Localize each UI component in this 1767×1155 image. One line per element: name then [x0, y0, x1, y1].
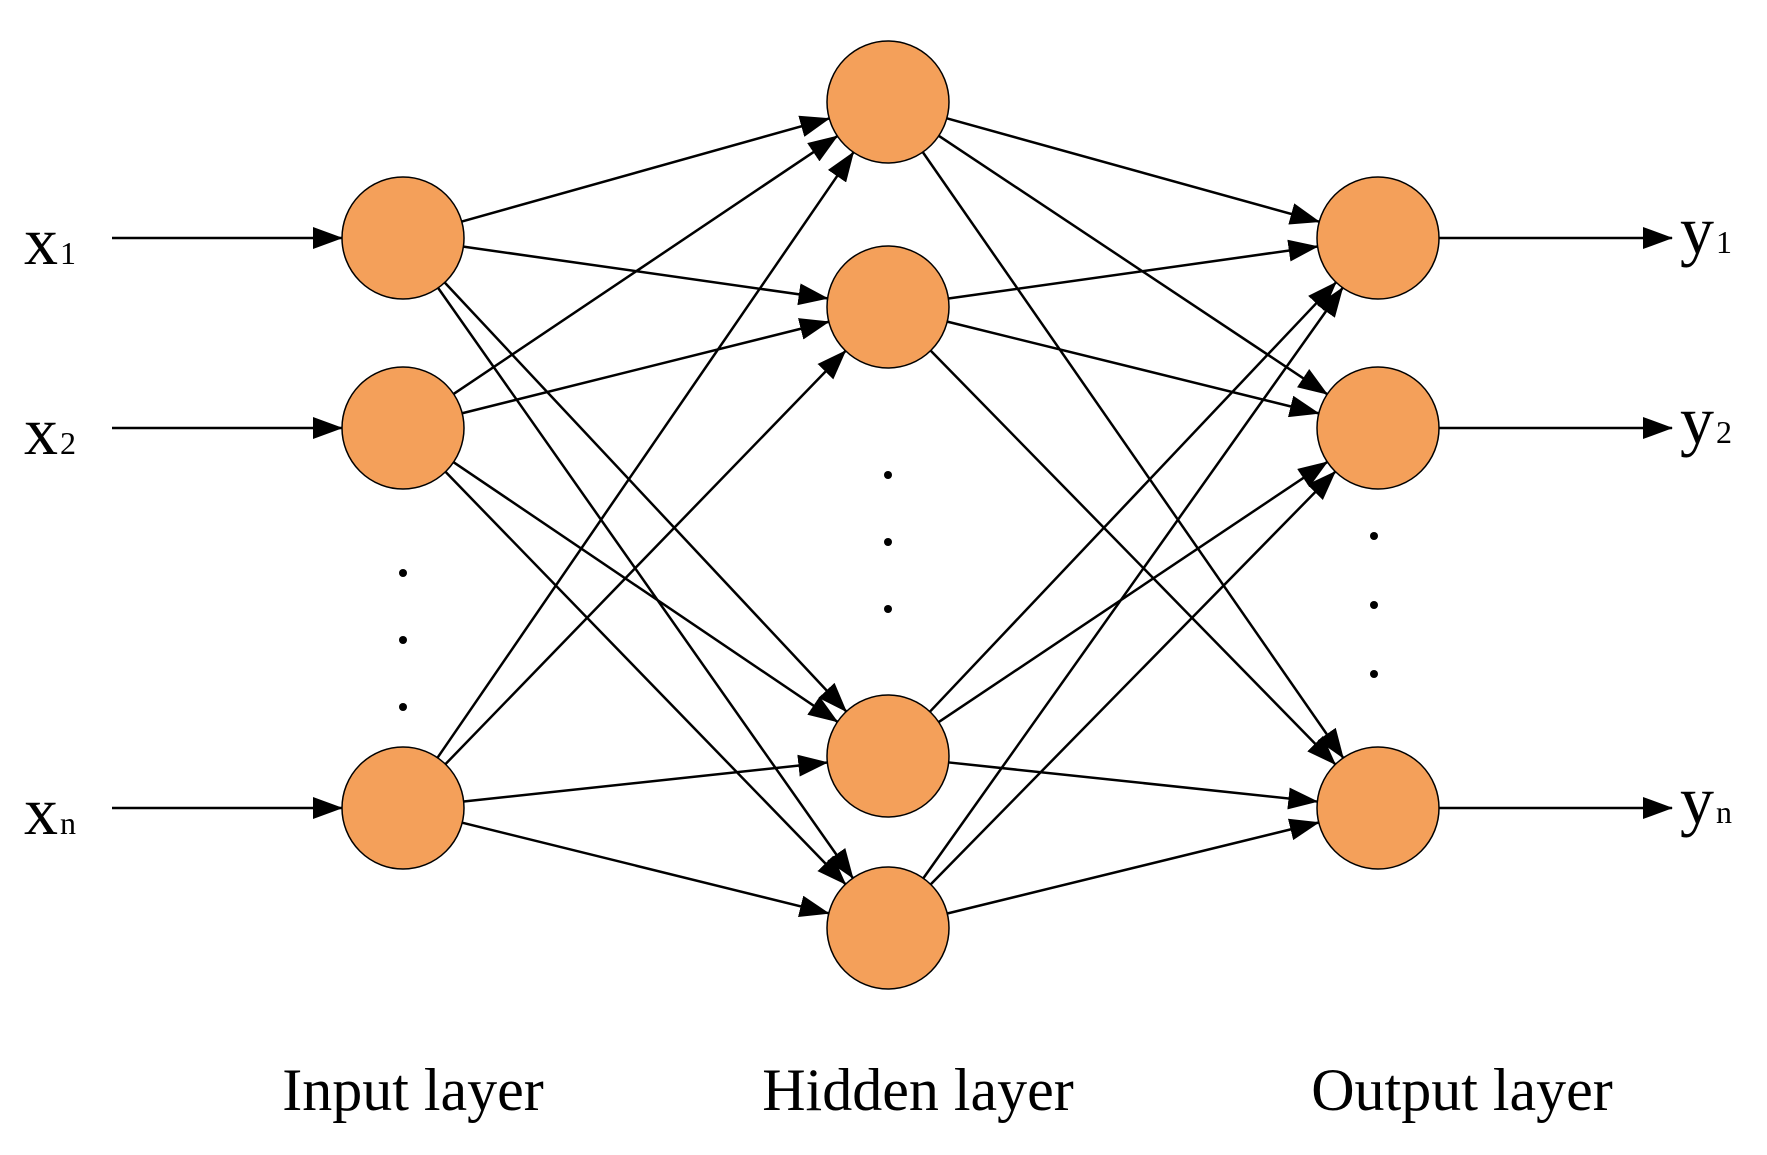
- input-label-n: xn: [24, 773, 76, 849]
- hidden-neuron-3: [826, 694, 950, 818]
- hidden-neuron-2: [826, 245, 950, 369]
- input-layer-label: Input layer: [282, 1057, 544, 1123]
- output-label-1: y1: [1680, 192, 1732, 268]
- edge-input3-hidden4: [461, 821, 830, 918]
- output-layer-label: Output layer: [1311, 1057, 1613, 1123]
- input-neuron-1: [341, 176, 465, 300]
- edge-input1-hidden4: [437, 287, 854, 879]
- hidden-neuron-1: [826, 40, 950, 164]
- edge-hidden3-output2: [937, 460, 1329, 724]
- edge-hidden1-output3: [921, 151, 1345, 759]
- edge-input3-hidden2: [444, 349, 847, 766]
- edge-input3-hidden3: [463, 754, 829, 803]
- edge-hidden3-output1: [929, 281, 1337, 713]
- input-neuron-n: [341, 746, 465, 870]
- output-label-2: y2: [1680, 382, 1732, 458]
- output-layer-ellipsis: [1370, 532, 1378, 678]
- edge-hidden4-output1: [922, 286, 1344, 879]
- output-label-n: yn: [1680, 762, 1732, 838]
- hidden-layer-ellipsis: [884, 471, 892, 613]
- edge-input1-hidden1: [461, 115, 831, 223]
- output-neuron-n: [1316, 746, 1440, 870]
- input-neuron-2: [341, 366, 465, 490]
- edge-input3-hidden1: [436, 151, 855, 759]
- edge-hidden2-output1: [948, 239, 1319, 300]
- edge-hidden1-output2: [938, 134, 1329, 396]
- neurons: [341, 40, 1440, 990]
- edge-input2-hidden3: [452, 461, 839, 723]
- output-neuron-1: [1316, 176, 1440, 300]
- hidden-layer-label: Hidden layer: [762, 1057, 1074, 1123]
- output-neuron-2: [1316, 366, 1440, 490]
- edge-input1-hidden2: [463, 245, 829, 306]
- input-label-2: x2: [24, 393, 76, 469]
- edge-hidden2-output3: [929, 349, 1337, 766]
- edge-input2-hidden2: [461, 318, 830, 415]
- input-layer-ellipsis: [399, 569, 407, 711]
- edge-input2-hidden4: [444, 470, 847, 886]
- connection-edges: [112, 115, 1673, 918]
- input-label-1: x1: [24, 203, 76, 279]
- edge-hidden4-output3: [946, 818, 1320, 915]
- edge-input2-hidden1: [452, 134, 839, 396]
- hidden-neuron-4: [826, 866, 950, 990]
- edge-hidden4-output2: [929, 470, 1337, 886]
- edge-hidden1-output1: [946, 117, 1321, 225]
- edge-hidden3-output3: [948, 761, 1319, 810]
- edge-hidden2-output2: [946, 320, 1320, 418]
